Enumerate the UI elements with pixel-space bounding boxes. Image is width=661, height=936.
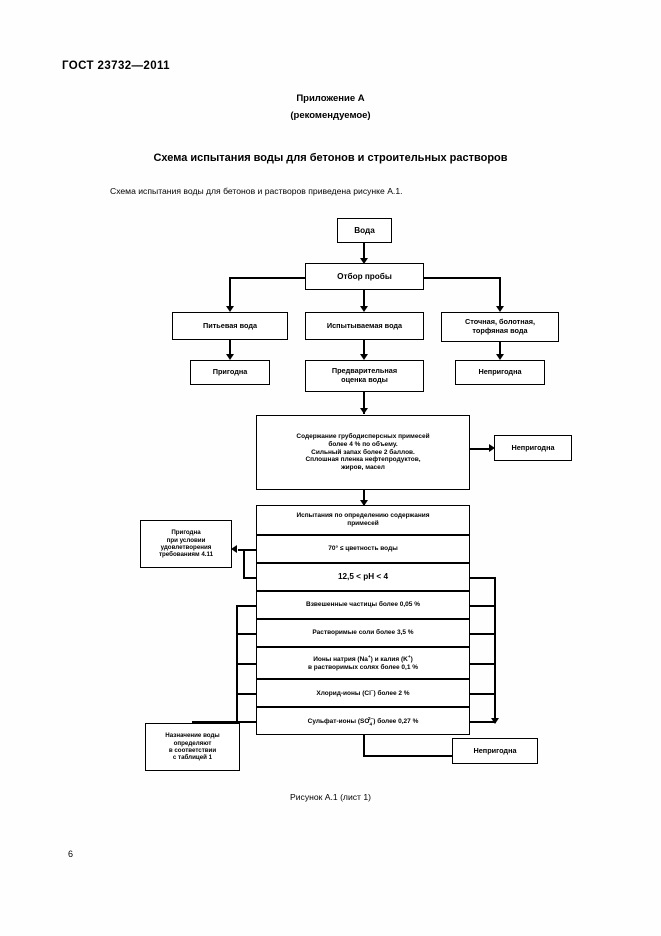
tests-header-line-1: Испытания по определению содержания	[296, 512, 430, 520]
test-row-sulfate: Сульфат-ионы (SO42–) более 0,27 %	[256, 707, 470, 735]
node-suitable-conditional: Пригодна при условии удовлетворения треб…	[140, 520, 232, 568]
stub-left-suspended	[236, 605, 257, 607]
test-row-colour: 70° ≤ цветность воды	[256, 535, 470, 563]
arrowhead-down-criteria	[360, 408, 368, 414]
connector-criteria-to-unsuitable	[470, 448, 491, 450]
connector-water-to-sampling	[363, 243, 365, 262]
arrowhead-down-unsuitable-top	[496, 354, 504, 360]
na-k-line-2: в растворимых солях более 0,1 %	[307, 664, 419, 672]
preliminary-line-2: оценка воды	[341, 375, 388, 384]
stub-left-salts	[236, 633, 257, 635]
arrowhead-left-conditional	[231, 545, 237, 553]
stub-left-na-k	[236, 663, 257, 665]
chloride-text: Хлорид-ионы (Cl–) более 2 %	[316, 688, 410, 698]
stub-right-na-k	[470, 663, 496, 665]
connector-tested-to-preliminary	[363, 340, 365, 357]
na-k-line-1: Ионы натрия (Na+) и калия (K+)	[313, 654, 413, 664]
connector-sampling-left	[229, 277, 306, 279]
stub-left-ph	[243, 577, 257, 579]
arrowhead-down-unsuitable-bottom	[491, 718, 499, 724]
node-unsuitable-criteria: Непригодна	[494, 435, 572, 461]
purpose-line-2: определяют	[173, 739, 212, 747]
purpose-line-4: с таблицей 1	[172, 754, 213, 762]
appendix-label: Приложение А	[296, 93, 365, 104]
arrowhead-down-drinking	[226, 306, 234, 312]
connector-waste-to-unsuitable	[499, 342, 501, 357]
arrowhead-down-tests	[360, 500, 368, 506]
node-drinking-water: Питьевая вода	[172, 312, 288, 340]
node-tested-water: Испытываемая вода	[305, 312, 424, 340]
conditional-line-4: требованиям 4.11	[158, 551, 214, 559]
connector-drop-right	[499, 277, 501, 310]
criteria-line-3: Сильный запах более 2 баллов.	[311, 448, 415, 456]
test-row-suspended: Взвешенные частицы более 0,05 %	[256, 591, 470, 619]
test-row-sodium-potassium: Ионы натрия (Na+) и калия (K+) в раствор…	[256, 647, 470, 679]
right-collector-bus	[494, 577, 496, 723]
figure-caption: Рисунок А.1 (лист 1)	[289, 792, 372, 802]
preliminary-line-1: Предварительная	[331, 366, 398, 376]
purpose-line-3: в соответствии	[168, 747, 217, 754]
stub-left-colour	[243, 549, 257, 551]
criteria-line-1: Содержание грубодисперсных примесей	[296, 433, 430, 441]
waste-line-1: Сточная, болотная,	[465, 317, 535, 327]
node-criteria: Содержание грубодисперсных примесей боле…	[256, 415, 470, 490]
arrowhead-down-tested	[360, 306, 368, 312]
arrowhead-right-unsuitable	[489, 444, 495, 452]
tests-header-line-2: примесей	[347, 520, 379, 527]
test-row-chloride: Хлорид-ионы (Cl–) более 2 %	[256, 679, 470, 707]
node-waste-water: Сточная, болотная, торфяная вода	[441, 312, 559, 342]
connector-tests-bottom-right	[363, 755, 496, 757]
stub-right-ph	[470, 577, 496, 579]
node-preliminary-assessment: Предварительная оценка воды	[305, 360, 424, 392]
stub-left-chloride	[236, 693, 257, 695]
criteria-line-2: более 4 % по объему.	[328, 441, 398, 449]
connector-tests-bottom	[363, 735, 365, 757]
stub-right-salts	[470, 633, 496, 635]
connector-bus-to-purpose	[192, 721, 238, 723]
conditional-line-1: Пригодна	[171, 529, 201, 537]
purpose-line-1: Назначение воды	[165, 732, 220, 740]
connector-bus-to-conditional	[238, 549, 244, 551]
test-row-ph: 12,5 < pH < 4	[256, 563, 470, 591]
scheme-title: Схема испытания воды для бетонов и строи…	[153, 152, 508, 164]
node-purpose: Назначение воды определяют в соответстви…	[145, 723, 240, 771]
intro-text: Схема испытания воды для бетонов и раств…	[110, 186, 403, 196]
stub-right-sulfate	[470, 721, 496, 723]
standard-header: ГОСТ 23732—2011	[62, 60, 170, 72]
criteria-line-5: жиров, масел	[341, 463, 385, 471]
connector-drop-center	[363, 290, 365, 310]
appendix-kind: (рекомендуемое)	[290, 110, 371, 121]
node-water: Вода	[337, 218, 392, 243]
node-suitable: Пригодна	[190, 360, 270, 385]
waste-line-2: торфяная вода	[472, 326, 528, 335]
connector-preliminary-to-criteria	[363, 392, 365, 414]
conditional-line-3: удовлетворения	[160, 544, 212, 551]
connector-sampling-right	[423, 277, 501, 279]
node-sampling: Отбор пробы	[305, 263, 424, 290]
sulfate-text: Сульфат-ионы (SO42–) более 0,27 %	[307, 715, 419, 726]
criteria-line-4: Сплошная пленка нефтепродуктов,	[305, 456, 421, 464]
arrowhead-down-suitable	[226, 354, 234, 360]
page-number: 6	[68, 849, 74, 859]
tests-header: Испытания по определению содержания прим…	[256, 505, 470, 535]
conditional-collector-bus	[243, 549, 245, 579]
node-unsuitable-bottom: Непригодна	[452, 738, 538, 764]
stub-right-suspended	[470, 605, 496, 607]
stub-left-sulfate	[236, 721, 257, 723]
left-collector-bus	[236, 605, 238, 723]
arrowhead-down-preliminary	[360, 354, 368, 360]
connector-criteria-to-tests	[363, 490, 365, 507]
connector-drop-left	[229, 277, 231, 310]
conditional-line-2: при условии	[166, 536, 206, 544]
test-row-salts: Растворимые соли более 3,5 %	[256, 619, 470, 647]
connector-drinking-to-suitable	[229, 340, 231, 357]
arrowhead-down-waste	[496, 306, 504, 312]
arrowhead-down-sampling	[360, 258, 368, 264]
stub-right-chloride	[470, 693, 496, 695]
node-unsuitable-top-right: Непригодна	[455, 360, 545, 385]
